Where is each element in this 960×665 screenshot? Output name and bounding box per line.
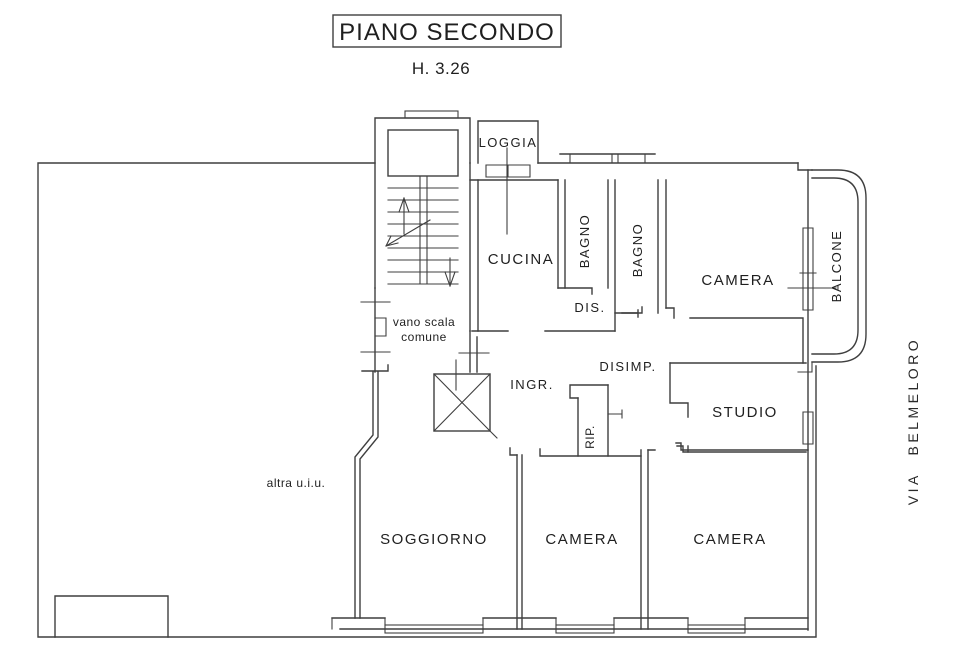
room-labels: LOGGIA CUCINA BAGNO BAGNO CAMERA DIS. va… xyxy=(267,135,844,548)
room-label-bagno-2: BAGNO xyxy=(630,223,645,277)
window-symbol xyxy=(799,227,817,311)
bay-window-walls xyxy=(54,595,169,638)
room-label-dis: DIS. xyxy=(574,300,605,315)
street-label: VIA BELMELORO xyxy=(905,337,921,505)
stair-direction-arrows xyxy=(385,197,456,287)
title-box xyxy=(332,14,562,48)
ripostiglio-walls xyxy=(569,384,623,457)
title-block: PIANO SECONDO H. 3.26 xyxy=(332,14,562,78)
room-label-disimp: DISIMP. xyxy=(599,359,656,374)
window-symbol xyxy=(687,624,746,634)
room-label-loggia: LOGGIA xyxy=(479,135,538,150)
floor-height-label: H. 3.26 xyxy=(412,59,470,78)
stair-landing xyxy=(387,129,459,177)
label-altra-uiu: altra u.i.u. xyxy=(267,476,326,490)
room-label-camera-ne: CAMERA xyxy=(701,272,774,289)
stair-treads xyxy=(387,175,459,285)
room-label-soggiorno: SOGGIORNO xyxy=(380,531,488,548)
room-label-vano-scala-1: vano scala xyxy=(393,315,455,329)
window-symbol xyxy=(404,110,459,119)
page-title: PIANO SECONDO xyxy=(339,19,555,46)
window-symbol xyxy=(555,624,615,634)
window-symbol xyxy=(802,411,814,445)
vano-scala-walls xyxy=(360,287,509,373)
room-label-ripostiglio: RIP. xyxy=(583,425,597,449)
elevator-shaft xyxy=(433,359,498,439)
balcony-outline xyxy=(797,169,867,373)
stairwell xyxy=(374,110,479,332)
room-label-cucina: CUCINA xyxy=(488,251,555,268)
room-label-studio: STUDIO xyxy=(712,404,778,421)
loggia-walls xyxy=(477,120,539,235)
room-label-vano-scala-2: comune xyxy=(401,330,447,344)
south-partitions xyxy=(354,371,809,630)
window-symbol xyxy=(384,624,484,634)
room-label-balcone: BALCONE xyxy=(829,230,844,303)
room-label-camera-s2: CAMERA xyxy=(693,531,766,548)
room-label-camera-s1: CAMERA xyxy=(545,531,618,548)
window-symbols-south xyxy=(384,624,746,634)
room-label-ingresso: INGR. xyxy=(510,377,554,392)
north-partitions xyxy=(469,179,804,364)
room-label-bagno-1: BAGNO xyxy=(577,214,592,268)
outer-walls xyxy=(37,153,817,638)
window-symbols-east xyxy=(787,227,837,445)
